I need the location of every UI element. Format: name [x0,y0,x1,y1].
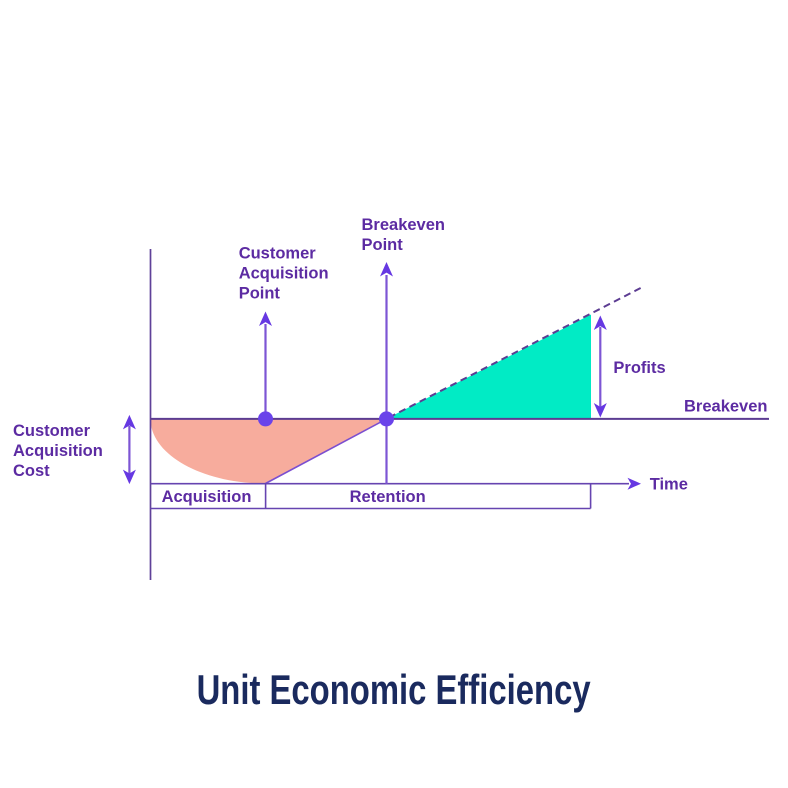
svg-text:Cost: Cost [13,462,50,480]
svg-text:Point: Point [239,284,281,302]
svg-text:Time: Time [650,476,688,494]
svg-text:Breakeven: Breakeven [684,398,767,416]
svg-text:Acquisition: Acquisition [162,488,252,506]
svg-text:Acquisition: Acquisition [13,442,103,460]
svg-text:Breakeven: Breakeven [362,216,445,234]
svg-text:Customer: Customer [13,422,91,440]
svg-text:Acquisition: Acquisition [239,264,329,282]
svg-text:Unit Economic Efficiency: Unit Economic Efficiency [197,666,591,713]
svg-text:Profits: Profits [613,359,665,377]
svg-text:Retention: Retention [350,488,426,506]
svg-text:Customer: Customer [239,244,317,262]
svg-text:Point: Point [362,236,404,254]
